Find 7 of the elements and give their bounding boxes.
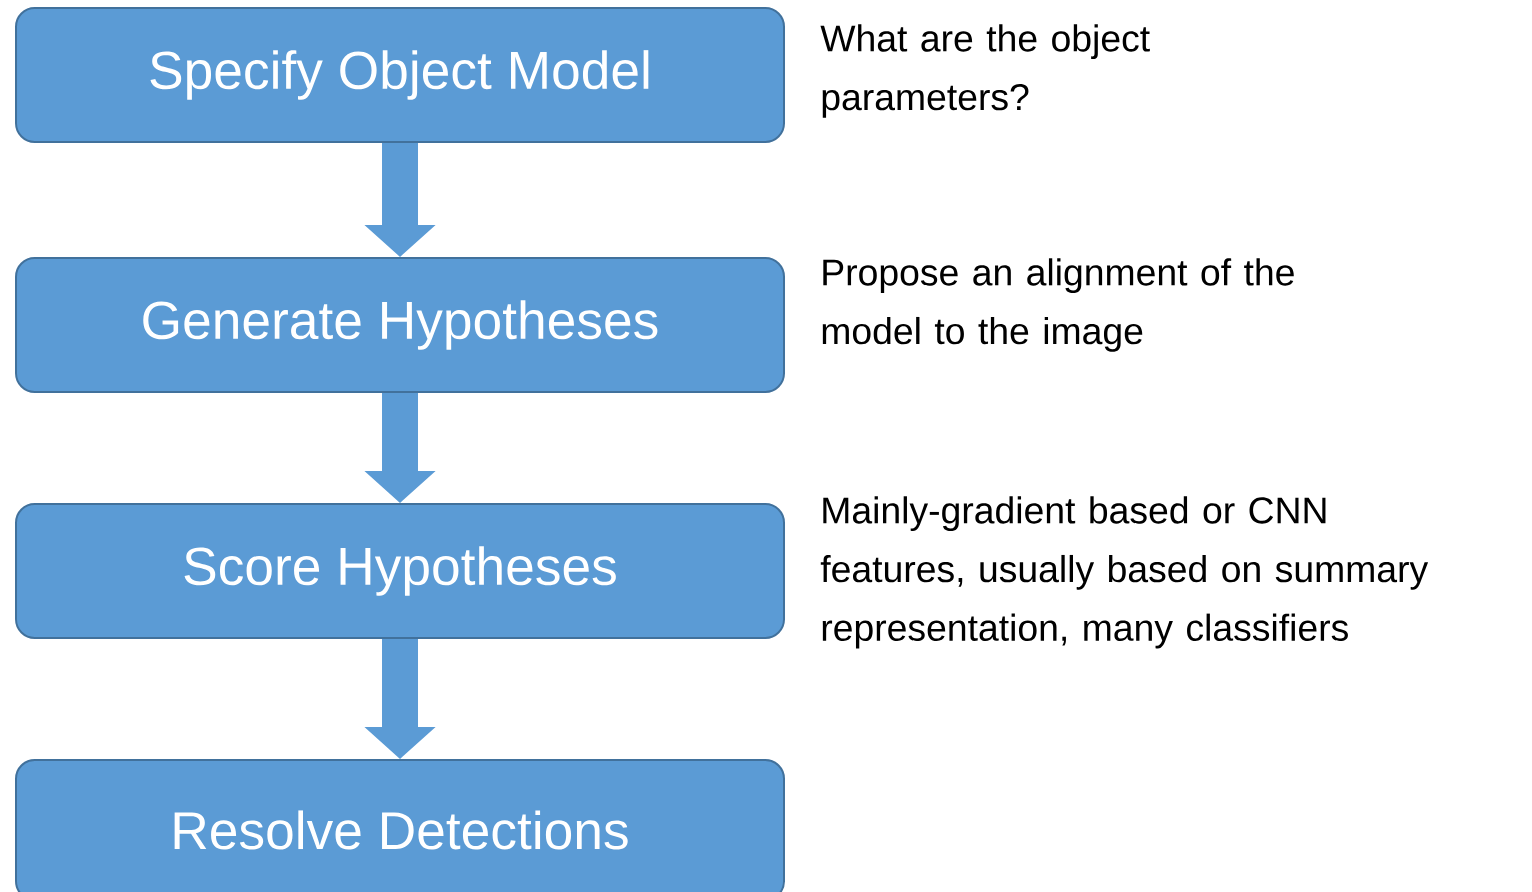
process-box: Resolve Detections [15, 759, 785, 892]
annotation-text: What are the object parameters? [820, 24, 1150, 118]
process-box: Score Hypotheses [15, 503, 785, 639]
annotation-text: Mainly-gradient based or CNN features, usually based on summary representation, many classifiers [820, 496, 1429, 649]
annotation-text: Propose an alignment of the model to the image [822, 258, 1294, 352]
process-box: Specify Object Model [15, 7, 785, 143]
process-box: Generate Hypotheses [15, 257, 785, 393]
